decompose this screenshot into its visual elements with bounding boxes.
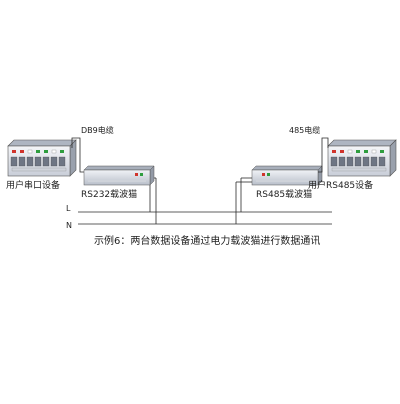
power-line-n-label: N: [66, 221, 72, 230]
right-modem-power-connection: [235, 177, 252, 224]
right-modem-label: RS485载波猫: [256, 188, 312, 200]
left-modem: [83, 165, 155, 186]
left-device-ports: [10, 156, 66, 167]
right-modem-led-red: [262, 173, 265, 176]
power-line-l-label: L: [66, 204, 71, 213]
right-modem-led-green: [267, 173, 270, 176]
right-485-cable: [318, 137, 329, 173]
right-device-ports: [330, 156, 386, 167]
left-modem-led-red: [135, 173, 138, 176]
left-device-leds: [12, 149, 64, 154]
left-db9-cable: [71, 137, 84, 173]
right-user-device: [327, 139, 397, 177]
left-device-label: 用户串口设备: [6, 179, 60, 191]
left-modem-power-connection: [149, 177, 157, 224]
left-user-device: [7, 139, 77, 177]
right-device-label: 用户RS485设备: [308, 179, 373, 191]
left-cable-label: DB9电缆: [81, 125, 114, 135]
right-cable-label: 485电缆: [289, 125, 320, 135]
left-modem-led-green: [140, 173, 143, 176]
right-modem: [251, 165, 323, 186]
left-modem-label: RS232载波猫: [81, 188, 137, 200]
right-device-leds: [332, 149, 384, 154]
diagram-caption: 示例6：两台数据设备通过电力载波猫进行数据通讯: [94, 234, 320, 247]
